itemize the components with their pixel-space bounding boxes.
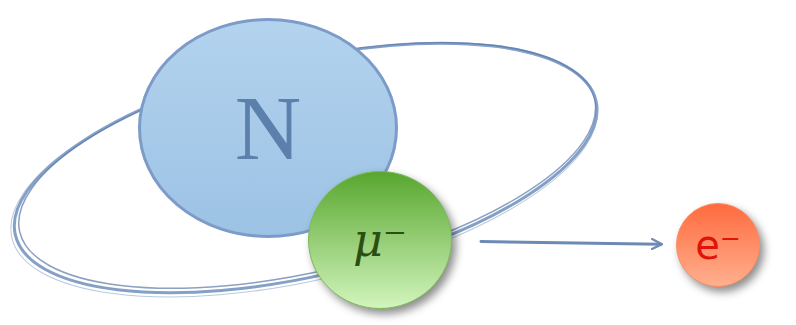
electron-circle: e⁻ bbox=[675, 202, 761, 288]
node-label: N bbox=[235, 82, 301, 174]
arrow-connector bbox=[481, 241, 661, 244]
orbit-ellipse bbox=[0, 0, 621, 325]
node-label: μ⁻ bbox=[353, 217, 407, 263]
node-label: e⁻ bbox=[695, 225, 741, 265]
muon-circle: μ⁻ bbox=[307, 170, 453, 310]
